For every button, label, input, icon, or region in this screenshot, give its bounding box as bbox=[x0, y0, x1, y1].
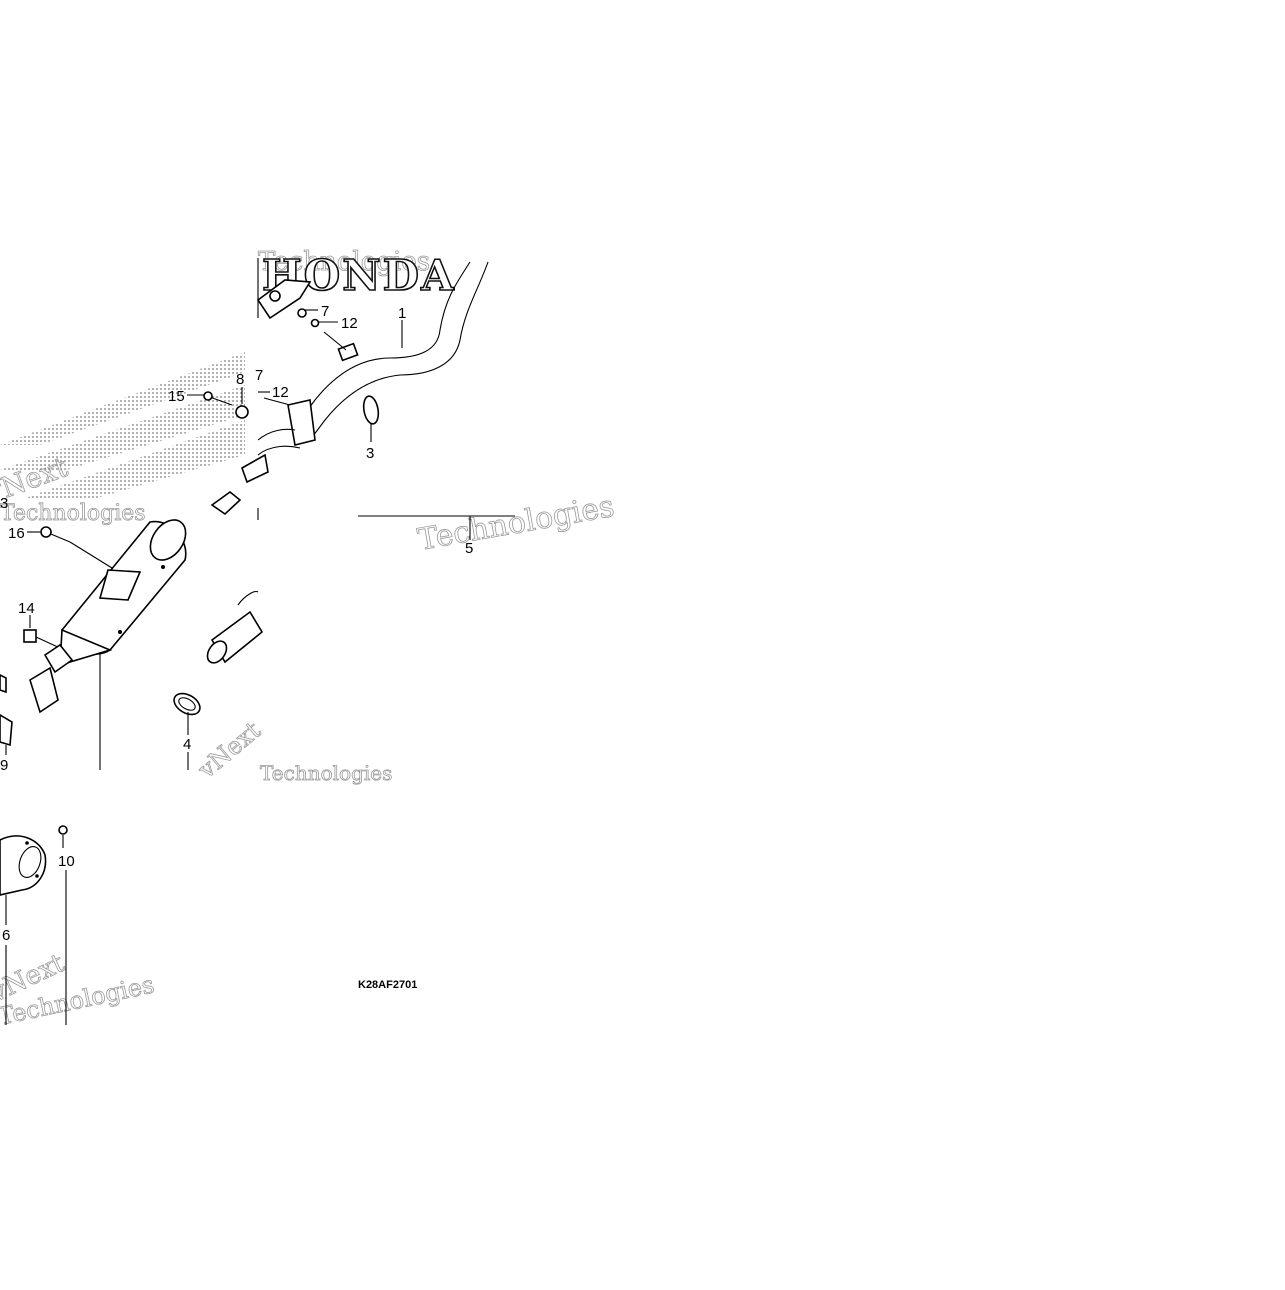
callout-10: 10 bbox=[58, 853, 75, 870]
callout-4: 4 bbox=[183, 736, 191, 753]
spark-arrester-screen bbox=[206, 591, 264, 664]
bolt-16 bbox=[40, 526, 113, 569]
callout-3-left: 3 bbox=[0, 495, 8, 512]
callout-7-lower: 7 bbox=[255, 367, 263, 384]
exhaust-pipe bbox=[257, 261, 489, 456]
tail-cap bbox=[0, 835, 47, 896]
callout-3: 3 bbox=[366, 445, 374, 462]
watermark-tech-1: Technologies bbox=[0, 501, 146, 526]
callout-14: 14 bbox=[18, 600, 35, 617]
watermark-tech-2: Technologies bbox=[258, 247, 430, 277]
screw-10 bbox=[58, 825, 68, 848]
honda-brand-mark: HONDA bbox=[262, 251, 456, 300]
callout-16: 16 bbox=[8, 525, 25, 542]
callout-12-upper: 12 bbox=[341, 315, 358, 332]
callout-15: 15 bbox=[168, 388, 185, 405]
callout-6: 6 bbox=[2, 927, 10, 944]
watermark-tech-4: Technologies bbox=[260, 761, 392, 785]
pipe-bracket bbox=[256, 279, 312, 320]
gasket-3 bbox=[362, 395, 380, 425]
gasket-4 bbox=[173, 692, 201, 716]
left-fragments bbox=[0, 674, 13, 747]
muffler bbox=[59, 519, 187, 667]
bolt-15 bbox=[203, 391, 233, 406]
callout-9: 9 bbox=[0, 757, 8, 774]
tail-pipe bbox=[29, 643, 74, 714]
panel-edges bbox=[99, 258, 515, 770]
watermark-tech-3: Technologies bbox=[415, 489, 617, 558]
joint-tubes bbox=[210, 453, 269, 516]
watermark-vnext-2: vNext bbox=[192, 716, 266, 785]
callouts: 1 3 3 4 5 6 7 7 8 9 10 12 12 14 15 16 bbox=[0, 303, 473, 944]
leader-lines bbox=[5, 309, 471, 1025]
nut-hardware bbox=[235, 308, 320, 419]
callout-1: 1 bbox=[398, 305, 406, 322]
callout-5: 5 bbox=[465, 540, 473, 557]
bolt-14 bbox=[23, 629, 61, 649]
callout-7-upper: 7 bbox=[321, 303, 329, 320]
diagram-code: K28AF2701 bbox=[358, 979, 417, 991]
callout-8: 8 bbox=[236, 371, 244, 388]
callout-12-lower: 12 bbox=[272, 384, 289, 401]
wing-logo bbox=[0, 352, 245, 500]
